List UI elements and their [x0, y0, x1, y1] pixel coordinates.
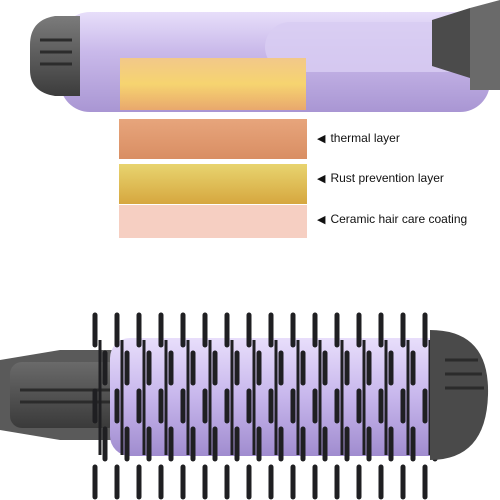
brush-bristles [92, 312, 438, 500]
iron-left-cap [30, 16, 80, 96]
brush-end-cap [430, 330, 489, 460]
cutaway-window [120, 58, 306, 110]
round-brush-illustration [0, 312, 489, 500]
arrow-left-icon: ◀ [317, 213, 326, 226]
arrow-left-icon: ◀ [317, 132, 326, 145]
ceramic-layer-swatch [119, 205, 307, 238]
rust-layer-swatch [119, 164, 307, 204]
thermal-layer-label: ◀ thermal layer [317, 131, 400, 145]
ceramic-layer-label: ◀ Ceramic hair care coating [317, 212, 468, 226]
curling-iron-illustration [30, 0, 500, 112]
arrow-left-icon: ◀ [317, 172, 326, 185]
thermal-layer-swatch [119, 119, 307, 159]
rust-layer-label: ◀ Rust prevention layer [317, 171, 444, 185]
